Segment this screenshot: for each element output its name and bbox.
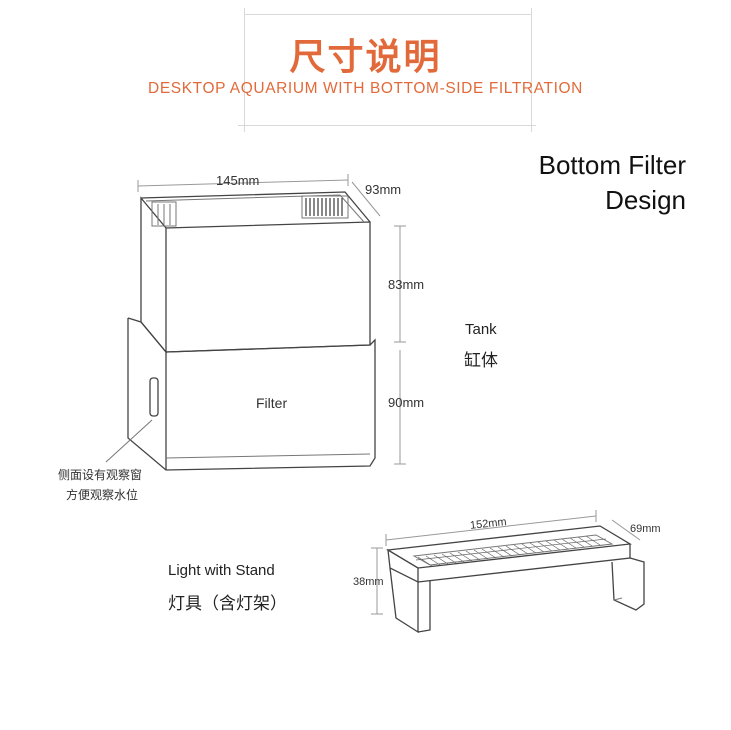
frame-line-bottom xyxy=(238,125,536,126)
frame-line-top xyxy=(244,14,532,15)
page-title-cn: 尺寸说明 xyxy=(289,37,442,78)
tank-label-cn: 缸体 xyxy=(464,351,498,371)
frame-line-right xyxy=(531,8,532,132)
heading-line-1: Bottom Filter xyxy=(538,150,686,180)
section-heading: Bottom Filter Design xyxy=(500,148,686,218)
tank-label-en: Tank xyxy=(465,321,497,338)
light-drawing xyxy=(386,525,645,634)
frame-line-left xyxy=(244,8,245,132)
tank-width-label: 145mm xyxy=(216,173,260,188)
window-note-line-2: 方便观察水位 xyxy=(66,488,139,502)
window-note-line-1: 侧面设有观察窗 xyxy=(58,468,143,482)
tank-depth-label: 93mm xyxy=(365,182,402,197)
filter-height-label: 90mm xyxy=(388,395,425,410)
light-dimensions xyxy=(371,510,641,615)
light-label-cn: 灯具（含灯架） xyxy=(168,594,287,614)
filter-drawing xyxy=(105,317,376,471)
tank-drawing xyxy=(140,191,371,354)
heading-line-2: Design xyxy=(605,185,686,215)
filter-label: Filter xyxy=(256,395,288,411)
light-height-label: 38mm xyxy=(353,576,384,588)
light-label-en: Light with Stand xyxy=(168,562,275,579)
tank-height-label: 83mm xyxy=(388,277,425,292)
light-depth-label: 69mm xyxy=(630,523,661,535)
tank-dimensions xyxy=(137,174,406,465)
page-title-en: DESKTOP AQUARIUM WITH BOTTOM-SIDE FILTRA… xyxy=(148,80,583,97)
